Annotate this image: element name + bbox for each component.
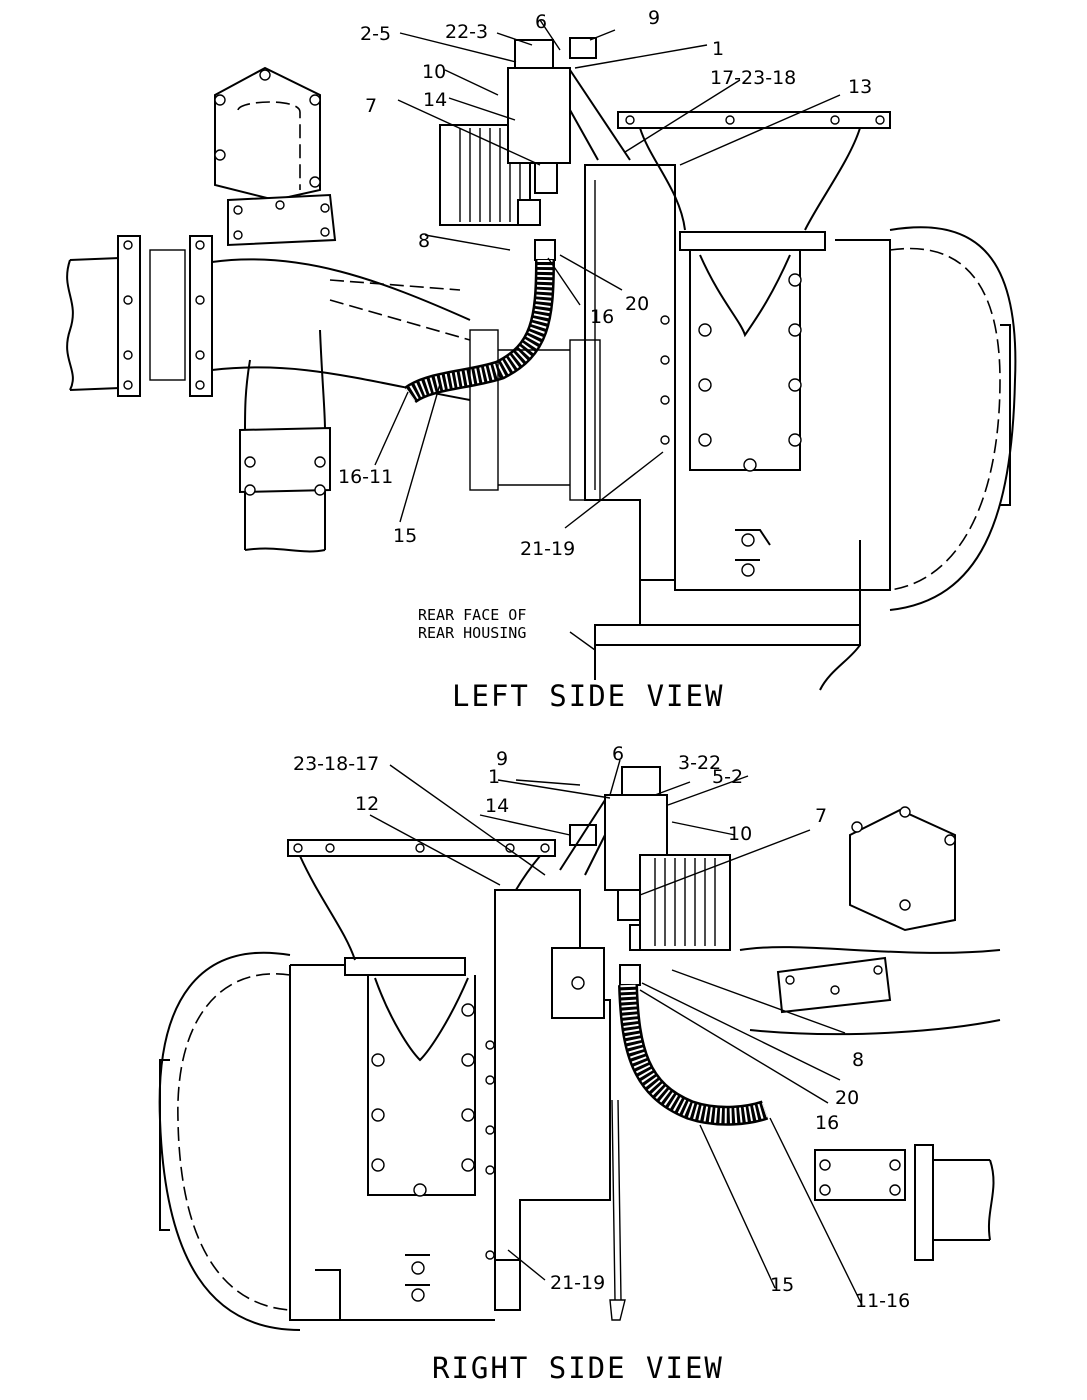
callout-left-1: 1 — [712, 38, 724, 60]
callout-left-2-5: 2-5 — [360, 23, 391, 45]
callout-right-15: 15 — [770, 1274, 794, 1296]
callout-left-8: 8 — [418, 230, 430, 252]
engine-top-rail-left — [679, 231, 826, 251]
callout-right-10: 10 — [728, 823, 752, 845]
callout-right-3-22: 3-22 — [678, 752, 721, 774]
callout-left-21-19: 21-19 — [520, 538, 575, 560]
callout-right-9: 9 — [496, 748, 508, 770]
callout-left-9: 9 — [648, 7, 660, 29]
callout-right-1: 1 — [488, 766, 500, 788]
callout-right-5-2: 5-2 — [712, 766, 743, 788]
note-left-line1: REAR FACE OF — [418, 606, 526, 624]
callout-left-17-23-18: 17-23-18 — [710, 67, 796, 89]
hose-right — [618, 984, 769, 1126]
callout-right-20: 20 — [835, 1087, 859, 1109]
support-bracket-right — [494, 889, 611, 1311]
callout-left-13: 13 — [848, 76, 872, 98]
note-left-line2: REAR HOUSING — [418, 624, 526, 642]
callout-left-6: 6 — [535, 11, 547, 33]
callout-right-12: 12 — [355, 793, 379, 815]
filter-cap-left — [514, 39, 554, 69]
callout-left-10: 10 — [422, 61, 446, 83]
callout-left-15: 15 — [393, 525, 417, 547]
callout-left-20: 20 — [625, 293, 649, 315]
callout-right-7: 7 — [815, 805, 827, 827]
left-side-view: 2-5 22-3 6 9 1 10 14 7 17-23-18 13 8 16 … — [66, 7, 1017, 713]
callout-left-22-3: 22-3 — [445, 21, 488, 43]
filter-housing-left — [507, 67, 571, 164]
view-title-right: RIGHT SIDE VIEW — [432, 1351, 724, 1385]
callout-right-11-16: 11-16 — [855, 1290, 910, 1312]
callout-right-14: 14 — [485, 795, 509, 817]
callout-left-16-11: 16-11 — [338, 466, 393, 488]
exhaust-pipe-left — [69, 257, 121, 391]
right-side-view: 9 6 3-22 23-18-17 1 5-2 12 14 10 7 8 20 … — [158, 743, 1001, 1385]
support-bracket-left — [584, 164, 676, 581]
view-title-left: LEFT SIDE VIEW — [452, 679, 724, 713]
turbo-outlet-flange — [227, 193, 337, 247]
callout-right-8: 8 — [852, 1049, 864, 1071]
callout-right-21-19: 21-19 — [550, 1272, 605, 1294]
callout-left-7: 7 — [365, 95, 377, 117]
filter-cap-right — [621, 766, 661, 796]
callout-right-6: 6 — [612, 743, 624, 765]
callout-left-16: 16 — [590, 306, 614, 328]
callout-left-14: 14 — [423, 89, 447, 111]
callout-right-16: 16 — [815, 1112, 839, 1134]
manifold-plate-left — [617, 111, 891, 129]
exhaust-elbow-flange — [214, 66, 321, 202]
callout-right-23-18-17: 23-18-17 — [293, 753, 379, 775]
exhaust-elbow-hidden — [237, 101, 301, 190]
